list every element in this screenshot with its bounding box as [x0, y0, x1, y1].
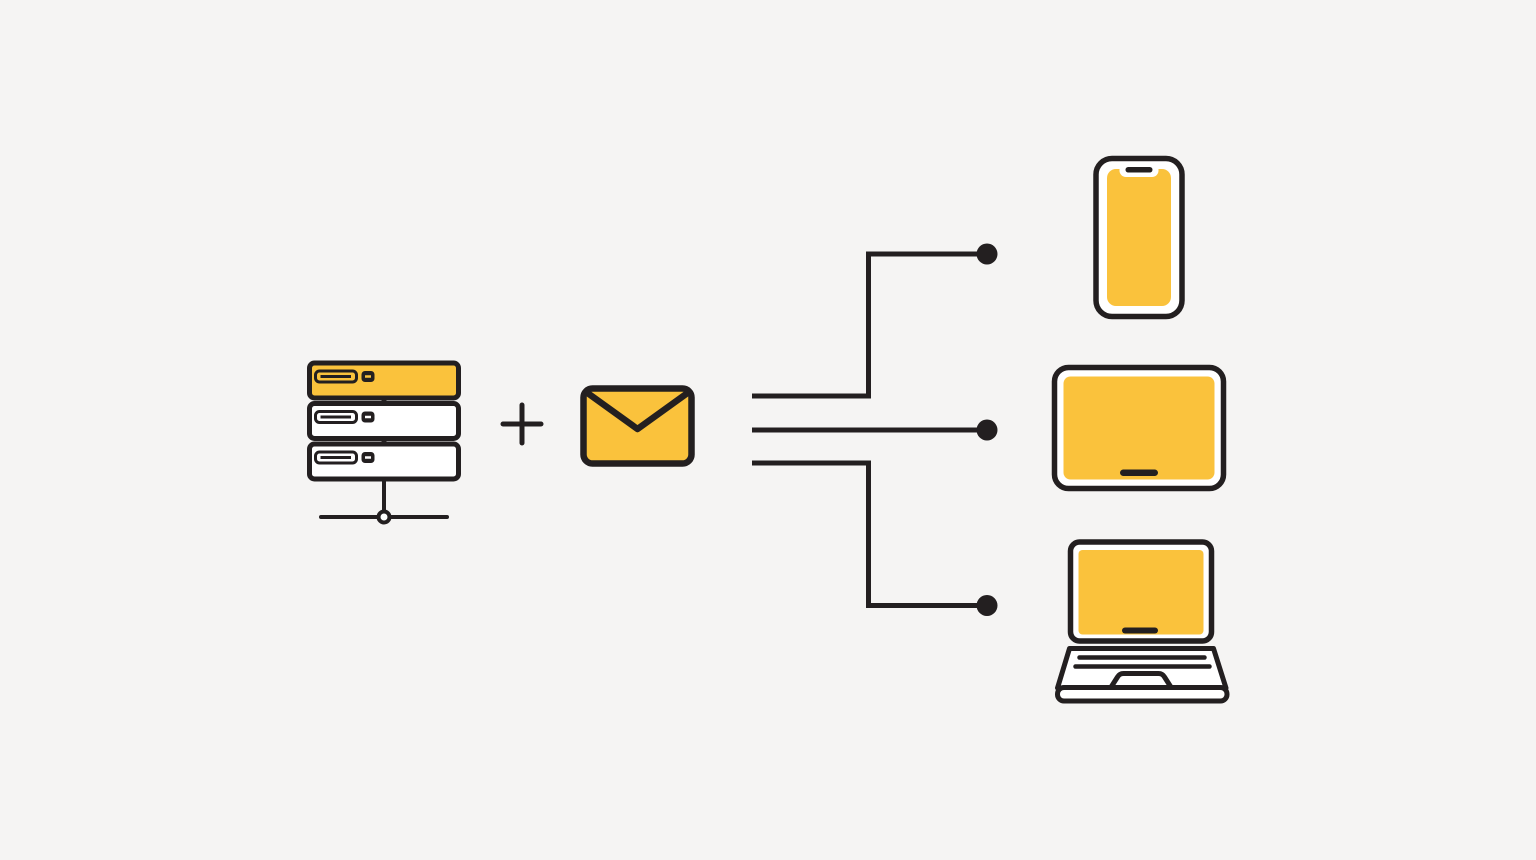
phone-speaker-icon [1125, 167, 1153, 173]
laptop-screen-bar [1122, 627, 1158, 634]
connection-dot-smartphone [976, 243, 998, 265]
server-unit-2 [307, 401, 461, 441]
laptop-icon [1055, 539, 1230, 704]
envelope-icon [580, 385, 695, 467]
connection-dot-tablet [976, 419, 998, 441]
server-unit-1 [307, 360, 461, 401]
laptop-trackpad-bump [1108, 671, 1174, 691]
tablet-screen [1063, 376, 1215, 480]
laptop-screen [1078, 550, 1204, 635]
drive-slot-icon [314, 450, 358, 465]
connection-to-smartphone [752, 251, 979, 399]
plus-icon [500, 402, 544, 446]
phone-screen [1107, 169, 1171, 306]
connection-to-laptop [752, 460, 979, 608]
server-stack-icon [307, 360, 461, 525]
drive-slot-icon [314, 369, 358, 384]
envelope-flap [584, 389, 691, 433]
smartphone-icon [1093, 155, 1185, 320]
connection-lines [752, 243, 998, 616]
tablet-home-bar [1120, 469, 1158, 476]
server-unit-3 [307, 441, 461, 482]
network-node-icon [376, 509, 392, 525]
tablet-icon [1051, 364, 1227, 492]
connection-dot-laptop [976, 595, 998, 616]
drive-slot-icon [314, 410, 358, 424]
laptop-base [1055, 685, 1230, 704]
